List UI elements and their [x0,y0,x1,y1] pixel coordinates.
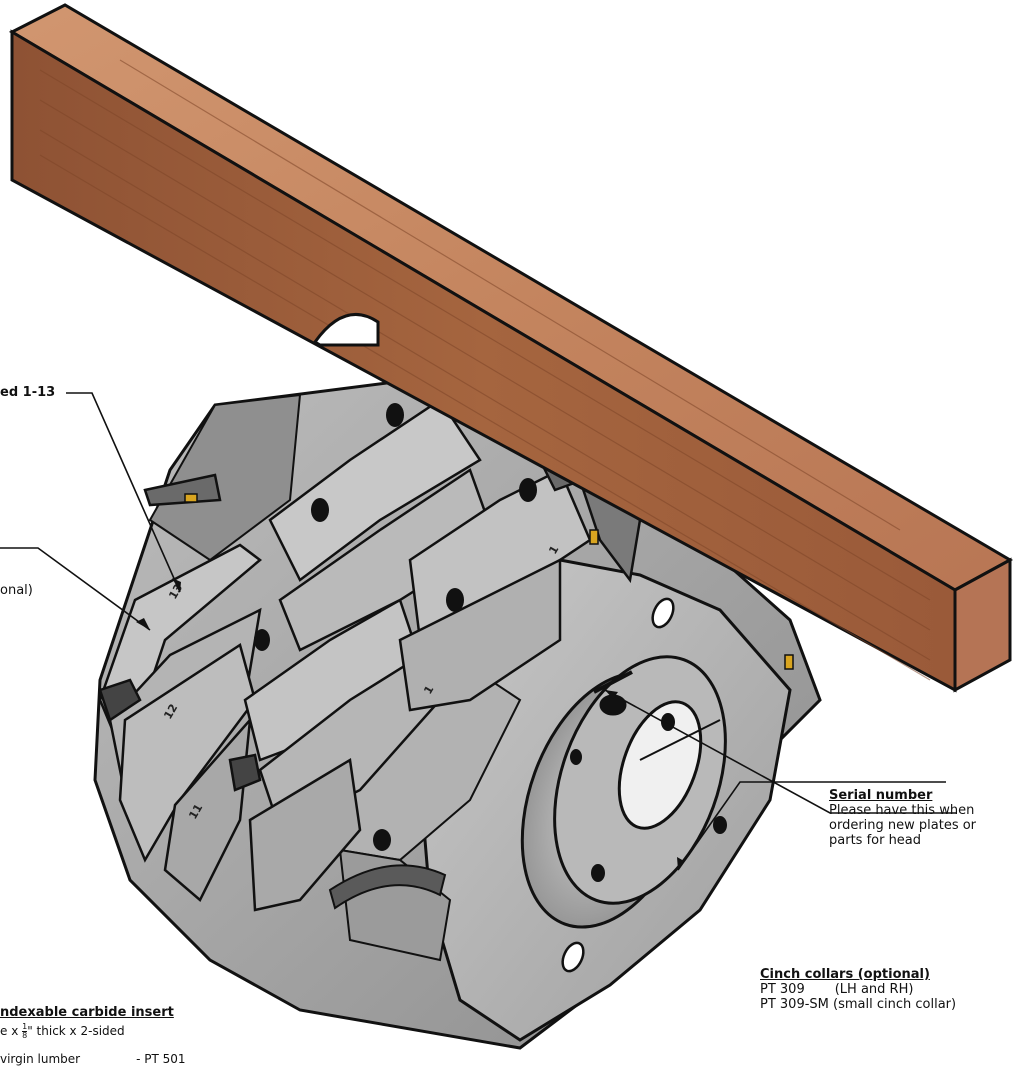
optional-text: onal) [0,583,33,598]
cinch-code-1: PT 309 [760,982,805,997]
serial-line-3: parts for head [829,833,922,848]
insert-frac-den: 8 [22,1031,28,1040]
serial-callout: Serial number Please have this when orde… [829,788,976,848]
insert-line-1-pre: e x [0,1024,23,1038]
serial-line-2: ordering new plates or [829,818,977,833]
gib-bolts [254,403,537,851]
serial-line-1: Please have this when [829,803,975,818]
cinch-collar [520,655,727,929]
insert-line-2-desc: virgin lumber [0,1052,81,1066]
plates-title: ed 1-13 [0,385,56,400]
knife-plates [98,398,642,912]
serial-title: Serial number [829,788,933,803]
cinch-callout: Cinch collars (optional) PT 309 (LH and R… [760,967,956,1012]
insert-line-1-post: " thick x 2-sided [27,1024,125,1038]
leader-arrowheads [136,578,684,870]
leader-lines [0,392,956,871]
collar-bolt-holes [570,713,727,882]
face-bolt-holes [561,597,675,973]
insert-line-2-code: - PT 501 [136,1052,186,1066]
optional-callout: onal) [0,583,33,598]
insert-frac-num: 1 [22,1022,28,1032]
cinch-desc-1: (LH and RH) [834,982,914,997]
cinch-title: Cinch collars (optional) [760,967,930,982]
cinch-line-2: PT 309-SM (small cinch collar) [760,997,957,1012]
plates-callout-title: ed 1-13 [0,385,55,400]
insert-title: ndexable carbide insert [0,1005,174,1020]
wood-board [8,3,1014,693]
